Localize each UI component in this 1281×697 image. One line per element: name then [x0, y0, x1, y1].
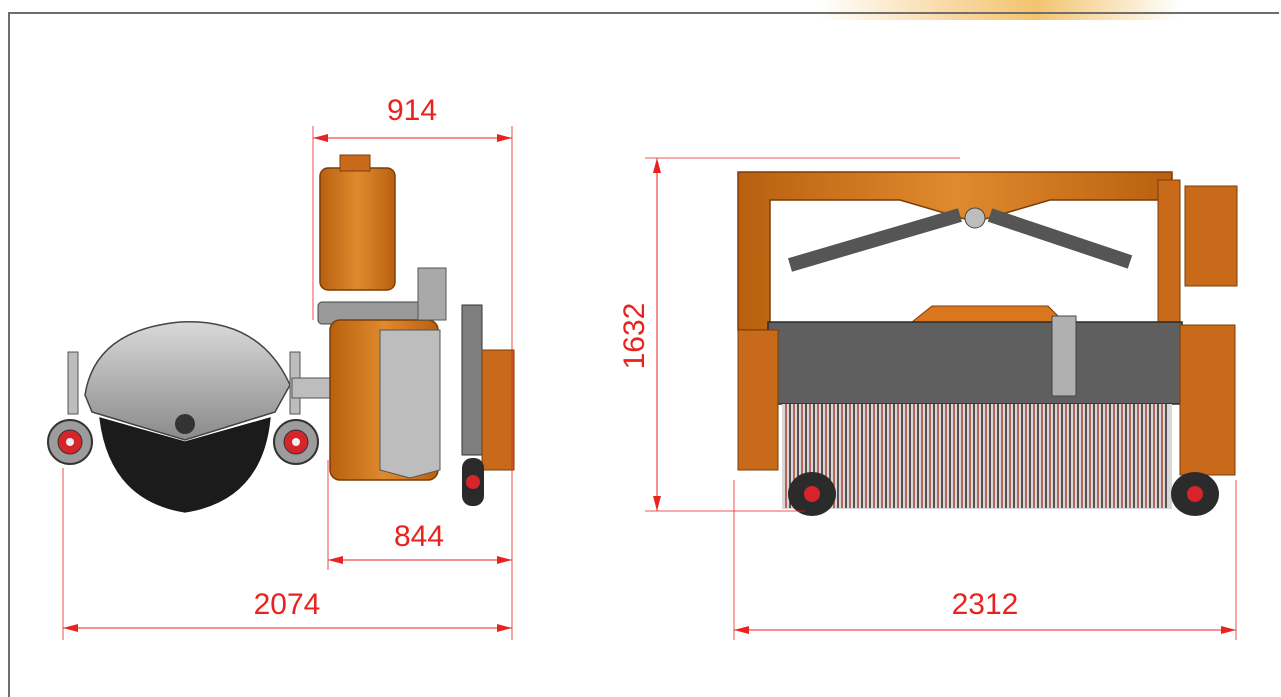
front-left-wheel — [788, 472, 836, 516]
left-side-frame — [737, 329, 779, 471]
housing-band — [1051, 315, 1077, 397]
mount-tube — [291, 377, 335, 399]
hydraulic-motor — [319, 167, 396, 291]
vertical-post — [461, 304, 483, 456]
motor-cap — [339, 154, 371, 172]
rear-frame — [481, 349, 515, 471]
brush-bristles — [99, 417, 271, 513]
front-view — [737, 171, 1238, 516]
dim-label-1632: 1632 — [618, 303, 651, 370]
dim-label-2312: 2312 — [952, 588, 1019, 621]
brush-housing — [767, 321, 1183, 405]
right-strut — [987, 208, 1133, 269]
pivot-center — [964, 207, 986, 229]
dimension-labels: 914 844 2074 1632 2312 — [254, 94, 1019, 621]
right-frame-column — [1157, 179, 1181, 331]
rear-wheel — [462, 458, 484, 506]
drawing-frame — [8, 12, 1279, 697]
bracket-plate — [417, 267, 447, 321]
right-motor-box — [1184, 185, 1238, 287]
right-side-frame — [1179, 324, 1236, 476]
dimension-lines — [62, 126, 1237, 640]
left-strut — [788, 208, 962, 272]
center-mount-plate — [910, 305, 1066, 323]
right-caster-wheel — [273, 419, 319, 465]
brush-cover — [84, 321, 291, 441]
dim-label-844: 844 — [394, 520, 444, 553]
front-brush-bristles — [782, 404, 1172, 509]
brush-hub — [175, 414, 195, 434]
left-caster-wheel — [47, 419, 93, 465]
side-plate — [379, 329, 441, 479]
side-view — [47, 154, 515, 513]
dim-label-2074: 2074 — [254, 588, 321, 621]
dim-label-914: 914 — [387, 94, 437, 127]
left-caster-post — [67, 351, 79, 415]
front-right-wheel — [1171, 472, 1219, 516]
header-accent-glow — [820, 0, 1180, 20]
